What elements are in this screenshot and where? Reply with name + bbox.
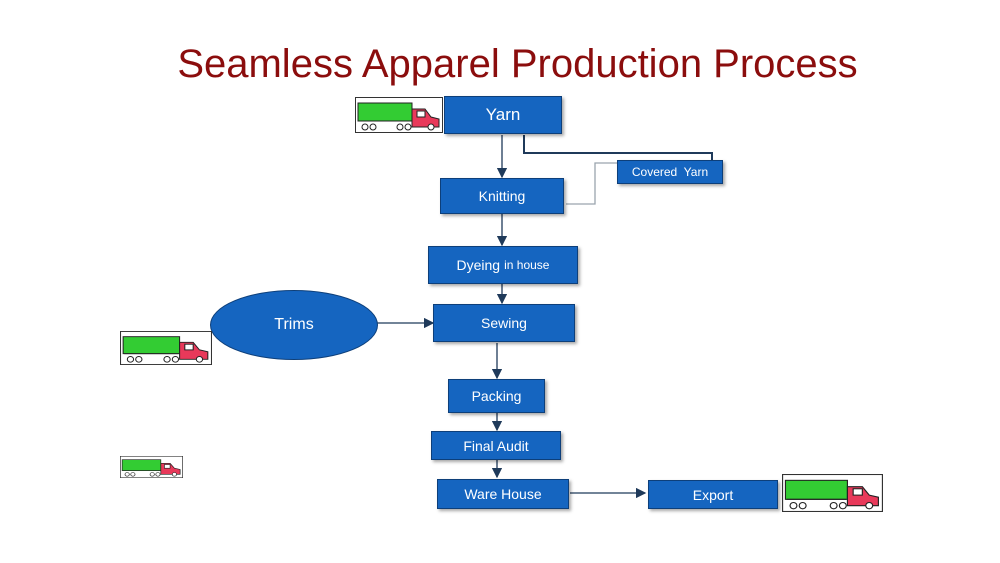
truck-icon bbox=[355, 97, 443, 133]
node-covered-yarn: Covered Yarn bbox=[617, 160, 723, 184]
node-yarn: Yarn bbox=[444, 96, 562, 134]
node-packing: Packing bbox=[448, 379, 545, 413]
node-warehouse: Ware House bbox=[437, 479, 569, 509]
node-sewing: Sewing bbox=[433, 304, 575, 342]
node-final-audit: Final Audit bbox=[431, 431, 561, 460]
node-export: Export bbox=[648, 480, 778, 509]
page-title: Seamless Apparel Production Process bbox=[177, 42, 858, 86]
truck-icon bbox=[782, 474, 883, 512]
connector-yarn-covered-yarn bbox=[523, 135, 713, 160]
node-dyeing-note: in house bbox=[504, 258, 550, 272]
connector-covered-yarn-knitting bbox=[566, 162, 617, 205]
node-dyeing-label: Dyeing bbox=[456, 257, 501, 273]
node-trims: Trims bbox=[210, 290, 378, 360]
truck-icon bbox=[120, 456, 183, 478]
truck-icon bbox=[120, 331, 212, 365]
node-dyeing: Dyeing in house bbox=[428, 246, 578, 284]
node-knitting: Knitting bbox=[440, 178, 564, 214]
